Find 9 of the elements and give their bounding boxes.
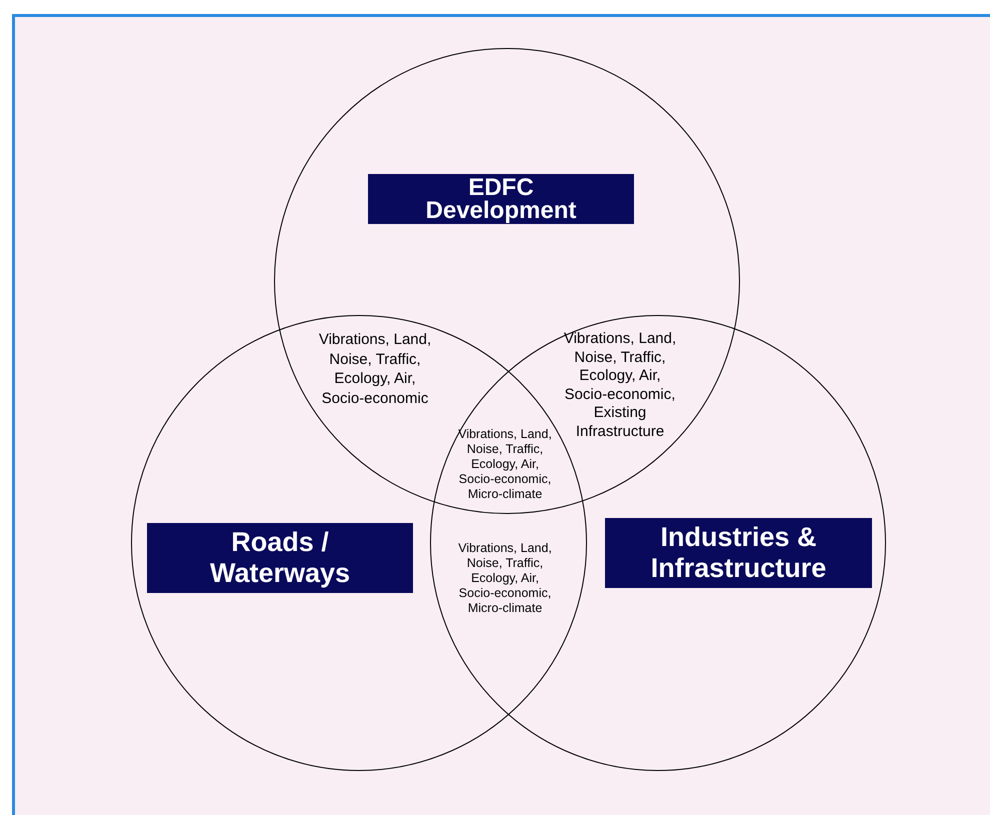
title-box: Roads / Waterways bbox=[147, 523, 413, 593]
impact-list: Vibrations, Land, Noise, Traffic, Ecology, Air, Socio-economic, Micro-climate bbox=[455, 427, 555, 502]
impact-list: Vibrations, Land, Noise, Traffic, Ecology, Air, Socio-economic, Micro-climate bbox=[455, 541, 555, 616]
circle-outline bbox=[274, 48, 740, 514]
impact-list: Vibrations, Land, Noise, Traffic, Ecology, Air, Socio-economic, Existing Infrastructure bbox=[559, 330, 681, 441]
circle-outline bbox=[430, 315, 886, 771]
impact-list: Vibrations, Land, Noise, Traffic, Ecology, Air, Socio-economic bbox=[314, 330, 436, 408]
title-box: EDFC Development bbox=[368, 174, 634, 224]
title-box: Industries & Infrastructure bbox=[605, 518, 872, 588]
